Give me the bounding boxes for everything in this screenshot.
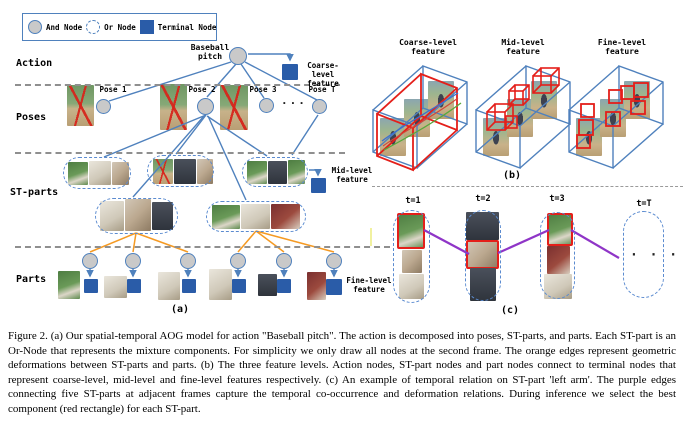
st-part-or-node (242, 157, 308, 187)
video-frame (428, 81, 454, 119)
fine-terminal-node (326, 279, 342, 295)
part-and-node (180, 253, 196, 269)
video-frame (507, 99, 533, 137)
action-node-label: Baseball pitch (190, 43, 230, 62)
orange-edges (89, 230, 335, 253)
frame-or-node (465, 210, 501, 301)
or-node-icon (86, 20, 101, 34)
and-node-icon (28, 20, 42, 34)
frame-or-node (623, 211, 664, 298)
row-label-action: Action (16, 58, 53, 69)
video-frame (576, 118, 602, 156)
legend: And Node Or Node Terminal Node (22, 13, 217, 41)
fine-box-label: Fine-level feature (597, 38, 647, 57)
part-and-node (230, 253, 246, 269)
pose-ellipsis: ··· (281, 97, 307, 110)
part-and-node (326, 253, 342, 269)
row-divider (15, 152, 345, 154)
panel-bc-divider (372, 186, 683, 187)
pose-label-T: Pose T (308, 85, 336, 94)
panel-b-label: (b) (502, 170, 522, 181)
time-label-3: t=3 (549, 194, 565, 204)
mid-box-label: Mid-level feature (501, 38, 545, 57)
coarse-feature-label: Coarse-level feature (307, 61, 339, 88)
time-label-T: t=T (636, 199, 652, 209)
time-label-2: t=2 (475, 194, 491, 204)
pose-node-3 (259, 98, 274, 113)
figure-caption: Figure 2. (a) Our spatial-temporal AOG m… (8, 330, 676, 415)
terminal-node-icon (139, 20, 154, 34)
row-label-st-parts: ST-parts (10, 187, 59, 198)
legend-or-node-label: Or Node (104, 22, 136, 32)
frame-or-node (393, 210, 430, 303)
part-and-node (82, 253, 98, 269)
purple-edges (423, 228, 620, 259)
video-frame (380, 118, 406, 156)
video-frame (483, 118, 509, 156)
time-label-1: t=1 (405, 196, 421, 206)
legend-terminal-node-label: Terminal Node (157, 22, 217, 32)
part-photo (209, 269, 232, 300)
part-terminal-node (277, 279, 291, 293)
coarse-terminal-node (282, 64, 298, 80)
panel-c-label: (c) (500, 305, 520, 316)
part-photo (158, 272, 180, 300)
st-part-or-node (147, 155, 214, 187)
pose-label-1: Pose 1 (99, 85, 127, 94)
part-terminal-node (232, 279, 246, 293)
part-terminal-node (182, 279, 196, 293)
row-label-parts: Parts (16, 274, 47, 285)
video-frame (600, 99, 626, 137)
mid-terminal-node (311, 178, 326, 193)
st-part-or-node (206, 201, 306, 232)
part-terminal-node (84, 279, 98, 293)
part-photo (58, 271, 80, 299)
pose-node-1 (96, 99, 111, 114)
row-divider (15, 246, 390, 248)
row-divider (15, 84, 340, 86)
row-label-poses: Poses (16, 112, 47, 123)
panel-a-label: (a) (170, 304, 190, 315)
action-and-node (229, 47, 247, 65)
frame-or-node (540, 212, 575, 299)
legend-and-node-label: And Node (46, 22, 83, 32)
part-photo (258, 274, 277, 296)
st-part-or-node (63, 157, 131, 189)
video-frame (404, 99, 430, 137)
part-photo (307, 272, 326, 300)
video-frame (624, 81, 650, 119)
part-photo (104, 276, 127, 298)
pose-photo-3 (220, 85, 248, 130)
pose-node-2 (197, 98, 214, 115)
pose-label-3: Pose 3 (249, 85, 277, 94)
mid-feature-label: Mid-level feature (331, 166, 373, 184)
frame-ellipsis: · · · (630, 248, 680, 263)
part-and-node (125, 253, 141, 269)
pose-photo-2 (160, 84, 187, 130)
st-part-or-node (95, 198, 178, 234)
coarse-box-label: Coarse-level feature (399, 38, 457, 57)
pose-node-T (312, 99, 327, 114)
part-terminal-node (127, 279, 141, 293)
pose-label-2: Pose 2 (188, 85, 216, 94)
fine-feature-label: Fine-level feature (346, 276, 392, 294)
part-and-node (276, 253, 292, 269)
pose-photo-1 (67, 85, 94, 126)
video-frame (531, 81, 557, 119)
